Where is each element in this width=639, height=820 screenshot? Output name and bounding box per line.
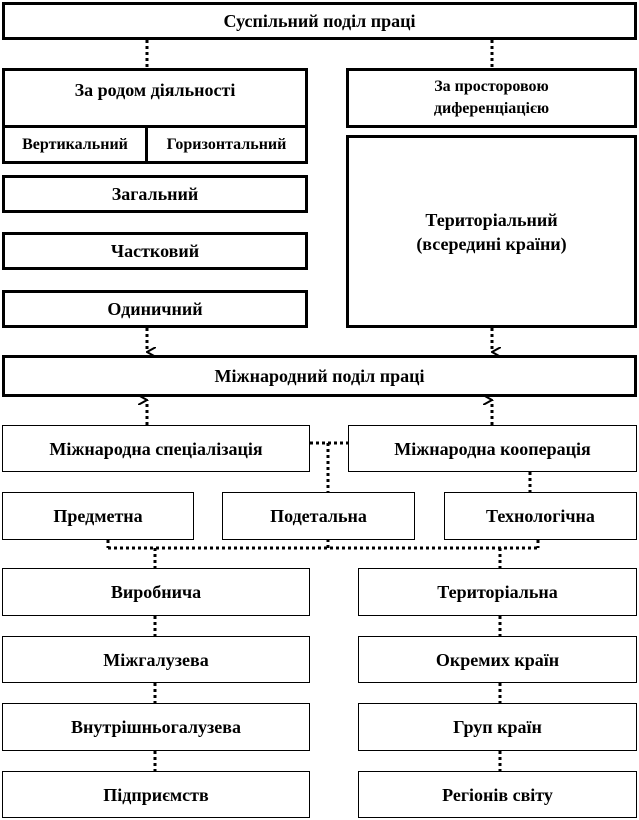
technological-box: Технологічна bbox=[444, 492, 637, 540]
social-division-box: Суспільний поділ праці bbox=[2, 2, 637, 40]
world-regions-box: Регіонів світу bbox=[358, 771, 637, 818]
partial-box: Частковий bbox=[2, 232, 308, 270]
intrabranch-box: Внутрішньогалузева bbox=[2, 703, 310, 751]
intl-cooperation-box: Міжнародна кооперація bbox=[348, 425, 637, 472]
single-box: Одиничний bbox=[2, 290, 308, 328]
single-countries-box: Окремих країн bbox=[358, 636, 637, 683]
territorial-inner-box: Територіальний (всередині країни) bbox=[346, 135, 637, 328]
country-groups-box: Груп країн bbox=[358, 703, 637, 751]
by-spatial-box: За просторовою диференціацією bbox=[346, 68, 637, 128]
horizontal-box: Горизонтальний bbox=[145, 125, 308, 164]
international-division-box: Міжнародний поділ праці bbox=[2, 355, 637, 397]
subject-box: Предметна bbox=[2, 492, 194, 540]
vertical-box: Вертикальний bbox=[2, 125, 148, 164]
enterprises-box: Підприємств bbox=[2, 771, 310, 818]
territorial-box: Територіальна bbox=[358, 568, 637, 616]
production-box: Виробнича bbox=[2, 568, 310, 616]
interbranch-box: Міжгалузева bbox=[2, 636, 310, 683]
detail-box: Подетальна bbox=[222, 492, 415, 540]
intl-specialization-box: Міжнародна спеціалізація bbox=[2, 425, 310, 472]
general-box: Загальний bbox=[2, 175, 308, 213]
by-activity-box: За родом діяльності bbox=[2, 68, 308, 128]
